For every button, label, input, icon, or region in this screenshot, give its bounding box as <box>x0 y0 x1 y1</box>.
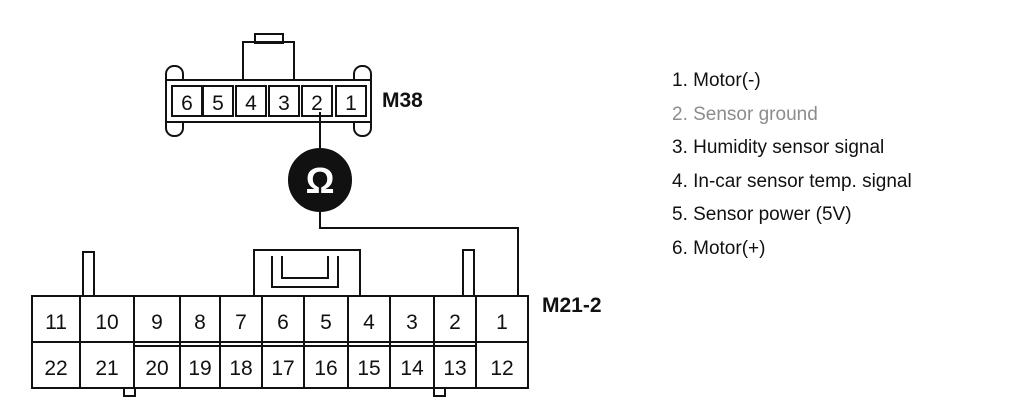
m38-pin-1: 1 <box>335 85 367 117</box>
m21-pin-1: 1 <box>475 295 529 343</box>
m21-pin-label: 8 <box>194 311 206 334</box>
legend-item: 4. In-car sensor temp. signal <box>672 170 912 192</box>
m21-pin-3: 3 <box>389 295 435 343</box>
m21-pin-label: 14 <box>400 357 424 380</box>
m21-pin-label: 22 <box>44 357 67 380</box>
m21-pin-14: 14 <box>389 341 435 389</box>
m21-latch-notch <box>271 256 339 288</box>
m38-pin-label: 6 <box>181 92 193 115</box>
m21-2-label: M21-2 <box>542 294 602 317</box>
m21-pin-label: 4 <box>363 311 375 334</box>
m21-pin-label: 3 <box>406 311 418 334</box>
m21-pin-label: 16 <box>314 357 337 380</box>
legend-item: 3. Humidity sensor signal <box>672 137 885 158</box>
ohmmeter-symbol: Ω <box>288 148 352 212</box>
m21-latch-notch-inner <box>281 256 329 279</box>
legend-item: 2. Sensor ground <box>672 103 818 125</box>
m21-post-left <box>82 251 95 299</box>
m38-pin-label: 4 <box>245 92 257 115</box>
m21-pin-10: 10 <box>79 295 135 343</box>
legend-item: 5. Sensor power (5V) <box>672 204 852 225</box>
m38-pin-label: 2 <box>311 92 323 115</box>
m21-pin-label: 20 <box>145 357 168 380</box>
m38-pin-label: 5 <box>212 92 224 115</box>
m21-pin-label: 12 <box>490 357 513 380</box>
m21-pin-7: 7 <box>219 295 263 343</box>
m21-pin-18: 18 <box>219 341 263 389</box>
m38-pin-2: 2 <box>301 85 333 117</box>
m21-pin-13: 13 <box>433 341 477 389</box>
legend-item: 6. Motor(+) <box>672 237 766 259</box>
m21-pin-label: 6 <box>277 311 289 334</box>
m21-pin-label: 7 <box>235 311 247 334</box>
m21-pin-8: 8 <box>179 295 221 343</box>
m38-latch-tab <box>254 33 284 44</box>
m21-pin-15: 15 <box>347 341 391 389</box>
m21-pin-label: 9 <box>151 311 163 334</box>
m21-pin-label: 5 <box>320 311 332 334</box>
m38-pin-5: 5 <box>202 85 234 117</box>
m21-pin-label: 10 <box>95 311 118 334</box>
m21-pin-label: 11 <box>45 311 67 334</box>
m21-pin-9: 9 <box>133 295 181 343</box>
m21-pin-12: 12 <box>475 341 529 389</box>
m21-pin-17: 17 <box>261 341 305 389</box>
ohmmeter-circle <box>288 148 352 212</box>
ohm-icon: Ω <box>306 160 335 201</box>
m21-pin-5: 5 <box>303 295 349 343</box>
m21-latch <box>253 249 361 299</box>
m38-pin-label: 1 <box>345 92 357 115</box>
m38-label: M38 <box>382 89 423 112</box>
m21-pin-16: 16 <box>303 341 349 389</box>
pin-legend: 1. Motor(-) 2. Sensor ground 3. Humidity s… <box>672 68 912 269</box>
legend-item: 1. Motor(-) <box>672 70 761 91</box>
m21-post-right <box>462 249 475 299</box>
m38-pin-label: 3 <box>278 92 290 115</box>
m21-pin-19: 19 <box>179 341 221 389</box>
m21-pin-4: 4 <box>347 295 391 343</box>
m21-pin-label: 13 <box>443 357 466 380</box>
m21-pin-6: 6 <box>261 295 305 343</box>
m38-pin-3: 3 <box>268 85 300 117</box>
m21-pin-label: 1 <box>496 311 508 334</box>
m21-pin-22: 22 <box>31 341 81 389</box>
m21-pin-21: 21 <box>79 341 135 389</box>
m38-pin-4: 4 <box>235 85 267 117</box>
m21-pin-label: 15 <box>357 357 380 380</box>
m21-pin-20: 20 <box>133 341 181 389</box>
m21-pin-label: 19 <box>188 357 211 380</box>
m21-pin-label: 18 <box>229 357 252 380</box>
m21-pin-label: 17 <box>271 357 294 380</box>
m21-pin-11: 11 <box>31 295 81 343</box>
m38-pin-6: 6 <box>171 85 203 117</box>
m21-pin-2: 2 <box>433 295 477 343</box>
m21-pin-label: 21 <box>95 357 118 380</box>
m21-pin-label: 2 <box>449 311 461 334</box>
